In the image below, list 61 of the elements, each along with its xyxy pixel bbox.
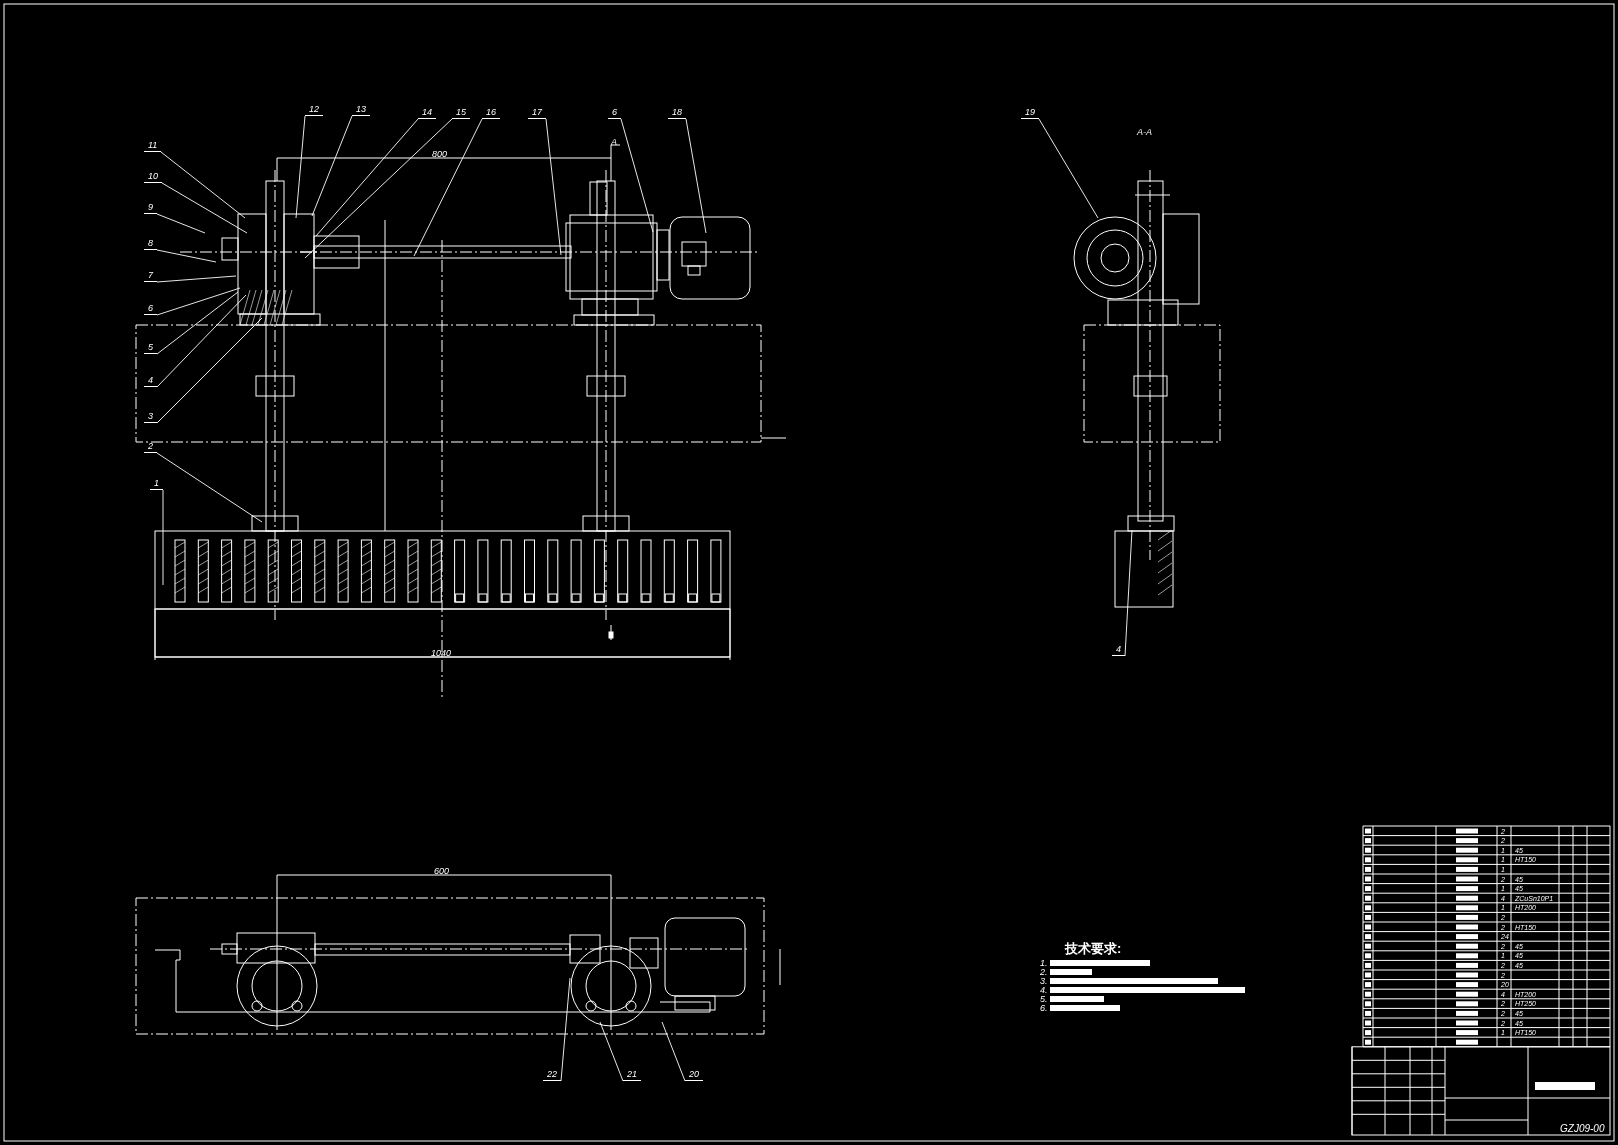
leader-line [1124, 529, 1133, 657]
heading: 技术要求: [1065, 942, 1122, 956]
leader-line [161, 182, 248, 234]
callout-number: 22 [543, 1069, 561, 1081]
leader-line [156, 291, 239, 355]
callout-number: 15 [452, 107, 470, 119]
leader-line [156, 287, 241, 316]
callout-number: 17 [528, 107, 546, 119]
list-number: 2. [1040, 967, 1048, 977]
dimension-text: 800 [432, 149, 448, 159]
leader-line [661, 1021, 686, 1082]
list-number: 6. [1040, 1003, 1048, 1013]
callout-number: 10 [144, 171, 162, 183]
leader-line [1038, 118, 1099, 219]
list-number: 4. [1040, 985, 1048, 995]
list-number: 5. [1040, 994, 1048, 1004]
leader-line [560, 977, 571, 1082]
leader-line [295, 115, 306, 219]
callout-number: 3 [144, 411, 157, 423]
leader-line [156, 275, 237, 283]
callout-number: 21 [623, 1069, 641, 1081]
list-number: 1. [1040, 958, 1048, 968]
leader-line [311, 115, 353, 217]
leader-line [315, 118, 419, 237]
callout-number: 12 [305, 104, 323, 116]
leader-line [156, 249, 217, 263]
drawing-number: GZJ09-00 [1560, 1124, 1605, 1134]
leader-line [160, 151, 246, 219]
section-label: A [611, 137, 617, 147]
callout-number: 19 [1021, 107, 1039, 119]
callout-number: 11 [144, 140, 162, 152]
leader-line [156, 317, 263, 424]
callout-number: 6 [144, 303, 157, 315]
dimension-text: 600 [434, 866, 450, 876]
leader-line [620, 118, 654, 233]
callout-number: 5 [144, 342, 157, 354]
leader-line [545, 118, 562, 256]
callout-number: 4 [144, 375, 157, 387]
leader-line [304, 118, 453, 259]
leader-line [413, 118, 483, 257]
leader-line [156, 452, 263, 523]
callout-number: 16 [482, 107, 500, 119]
callout-number: 6 [608, 107, 621, 119]
callout-number: 1 [150, 478, 163, 490]
dimension-text: 1040 [431, 648, 452, 658]
leader-line [156, 294, 247, 388]
callout-number: 20 [685, 1069, 703, 1081]
callout-number: 2 [144, 441, 157, 453]
callout-number: 14 [418, 107, 436, 119]
callout-number: 13 [352, 104, 370, 116]
leader-line [685, 118, 707, 234]
callout-number: 8 [144, 238, 157, 250]
callout-number: 18 [668, 107, 686, 119]
leader-line [162, 489, 164, 586]
callout-number: 9 [144, 202, 157, 214]
leader-line [599, 1021, 624, 1082]
list-number: 3. [1040, 976, 1048, 986]
callout-number: 7 [144, 270, 157, 282]
callout-number: 4 [1112, 644, 1125, 656]
leader-line [156, 213, 206, 234]
section-label: A-A [1137, 127, 1152, 137]
